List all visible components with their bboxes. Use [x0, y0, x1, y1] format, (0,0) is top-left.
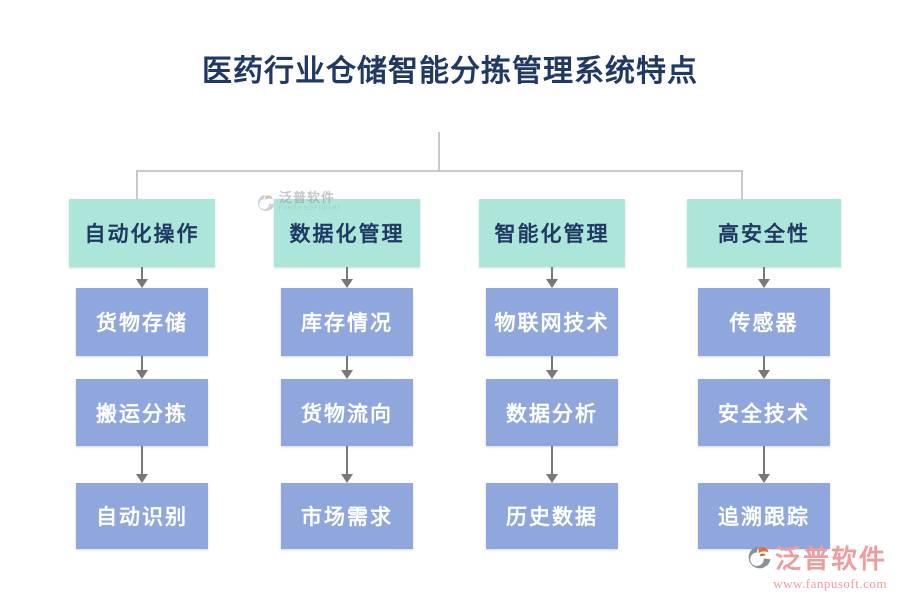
header-box-data-management: 数据化管理	[274, 199, 420, 267]
item-box: 库存情况	[281, 288, 413, 356]
down-arrow-icon	[479, 267, 625, 288]
column-automation: 自动化操作 货物存储 搬运分拣 自动识别	[69, 199, 215, 549]
watermark-name: 泛普软件	[279, 190, 336, 205]
item-box: 搬运分拣	[76, 379, 208, 446]
watermark-subtext: FANPU SOFTWARE	[279, 206, 342, 212]
connector-drop-right	[741, 170, 743, 200]
brand-name: 泛普软件	[774, 545, 887, 574]
down-arrow-icon	[479, 446, 625, 483]
down-arrow-icon	[274, 446, 420, 483]
connector-horizontal	[136, 170, 743, 172]
item-box: 数据分析	[486, 379, 618, 446]
header-box-intelligent-management: 智能化管理	[479, 199, 625, 267]
column-intelligent-management: 智能化管理 物联网技术 数据分析 历史数据	[479, 199, 625, 549]
item-box: 物联网技术	[486, 288, 618, 356]
down-arrow-icon	[274, 356, 420, 379]
header-box-high-security: 高安全性	[687, 199, 841, 267]
fanpu-logo-icon	[257, 194, 275, 212]
down-arrow-icon	[687, 267, 841, 288]
down-arrow-icon	[69, 446, 215, 483]
diagram-title: 医药行业仓储智能分拣管理系统特点	[202, 55, 698, 88]
item-box: 追溯跟踪	[698, 483, 830, 549]
column-data-management: 数据化管理 库存情况 货物流向 市场需求	[274, 199, 420, 549]
item-box: 历史数据	[486, 483, 618, 549]
connector-stem	[438, 132, 440, 171]
down-arrow-icon	[687, 356, 841, 379]
down-arrow-icon	[479, 356, 625, 379]
fanpu-logo-icon	[748, 546, 771, 569]
item-box: 市场需求	[281, 483, 413, 549]
down-arrow-icon	[687, 446, 841, 483]
down-arrow-icon	[69, 356, 215, 379]
item-box: 货物存储	[76, 288, 208, 356]
watermark: 泛普软件 FANPU SOFTWARE	[256, 191, 341, 213]
item-box: 传感器	[698, 288, 830, 356]
brand-footer: 泛普软件 www.fanpusoft.com	[746, 539, 887, 592]
down-arrow-icon	[274, 267, 420, 288]
brand-url: www.fanpusoft.com	[773, 576, 887, 591]
item-box: 自动识别	[76, 483, 208, 549]
column-high-security: 高安全性 传感器 安全技术 追溯跟踪	[687, 199, 841, 549]
header-box-automation: 自动化操作	[69, 199, 215, 267]
item-box: 安全技术	[698, 379, 830, 446]
down-arrow-icon	[69, 267, 215, 288]
item-box: 货物流向	[281, 379, 413, 446]
connector-drop-left	[136, 170, 138, 200]
